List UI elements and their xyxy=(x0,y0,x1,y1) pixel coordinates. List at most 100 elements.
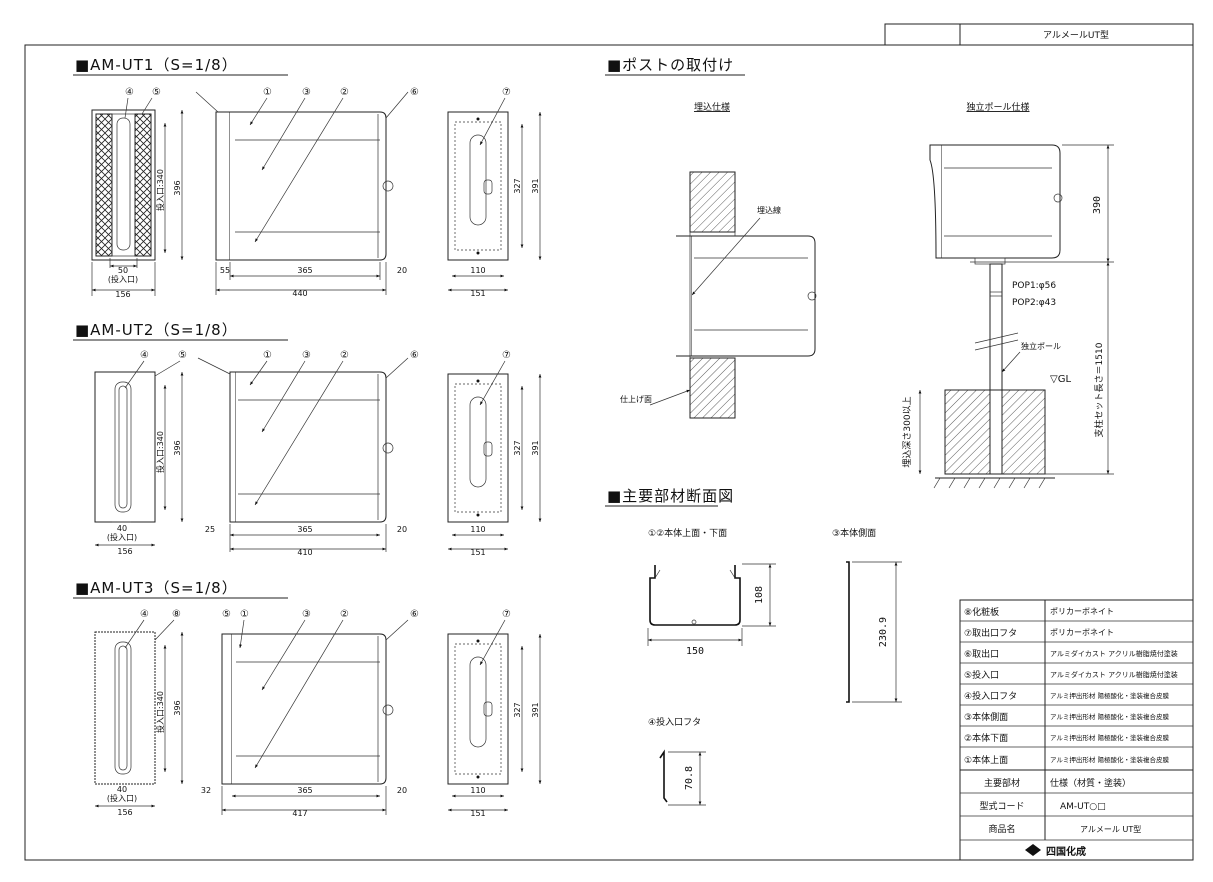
svg-text:③: ③ xyxy=(302,87,311,98)
svg-text:⑧化粧板: ⑧化粧板 xyxy=(964,606,999,618)
svg-text:417: 417 xyxy=(292,809,307,818)
svg-text:365: 365 xyxy=(297,525,312,534)
svg-text:(投入口): (投入口) xyxy=(107,532,137,542)
svg-text:156: 156 xyxy=(117,547,132,556)
view-am-ut1: ■AM-UT1（S=1/8） 50 (投入口) 156 投入口:340 396 … xyxy=(73,56,542,299)
svg-text:365: 365 xyxy=(297,786,312,795)
svg-text:②: ② xyxy=(340,350,349,361)
svg-text:④投入口フタ: ④投入口フタ xyxy=(964,690,1017,702)
svg-text:③本体側面: ③本体側面 xyxy=(964,711,1008,723)
svg-text:⑤投入口: ⑤投入口 xyxy=(964,669,999,681)
svg-text:④: ④ xyxy=(140,609,149,620)
svg-text:(投入口): (投入口) xyxy=(108,274,138,284)
svg-text:③: ③ xyxy=(302,609,311,620)
svg-text:ポリカーボネイト: ポリカーボネイト xyxy=(1050,607,1114,616)
svg-text:投入口:340: 投入口:340 xyxy=(155,431,165,473)
svg-text:110: 110 xyxy=(470,266,485,275)
svg-text:POP1:φ56: POP1:φ56 xyxy=(1012,281,1056,291)
svg-text:20: 20 xyxy=(397,525,407,534)
svg-text:327: 327 xyxy=(513,702,522,717)
svg-text:108: 108 xyxy=(754,586,765,604)
svg-text:⑧: ⑧ xyxy=(172,609,181,620)
svg-text:①: ① xyxy=(263,87,272,98)
svg-text:⑦: ⑦ xyxy=(502,609,511,620)
svg-text:独立ポール: 独立ポール xyxy=(1021,341,1061,351)
svg-text:仕上げ面: 仕上げ面 xyxy=(620,394,652,404)
svg-text:70.8: 70.8 xyxy=(684,766,695,790)
svg-text:④: ④ xyxy=(125,87,134,98)
svg-text:アルミダイカスト アクリル樹脂焼付塗装: アルミダイカスト アクリル樹脂焼付塗装 xyxy=(1050,670,1178,679)
svg-text:391: 391 xyxy=(531,440,540,455)
svg-text:④: ④ xyxy=(140,350,149,361)
svg-text:⑤: ⑤ xyxy=(222,609,231,620)
svg-text:150: 150 xyxy=(686,646,704,657)
svg-text:⑦取出口フタ: ⑦取出口フタ xyxy=(964,627,1017,639)
svg-text:四国化成: 四国化成 xyxy=(1046,845,1086,858)
svg-text:50: 50 xyxy=(118,266,128,275)
svg-text:55: 55 xyxy=(220,266,230,275)
svg-text:アルミ押出形材 陽極酸化・塗装複合皮膜: アルミ押出形材 陽極酸化・塗装複合皮膜 xyxy=(1050,733,1170,742)
svg-text:396: 396 xyxy=(173,440,182,455)
svg-text:仕様（材質・塗装）: 仕様（材質・塗装） xyxy=(1050,777,1131,789)
svg-text:主要部材: 主要部材 xyxy=(984,777,1020,789)
svg-text:アルミ押出形材 陽極酸化・塗装複合皮膜: アルミ押出形材 陽極酸化・塗装複合皮膜 xyxy=(1050,755,1170,764)
svg-text:110: 110 xyxy=(470,525,485,534)
svg-text:⑤: ⑤ xyxy=(178,350,187,361)
svg-text:独立ポール仕様: 独立ポール仕様 xyxy=(966,101,1029,113)
svg-text:POP2:φ43: POP2:φ43 xyxy=(1012,298,1056,308)
view-title: ■AM-UT3（S=1/8） xyxy=(75,579,238,597)
svg-text:①: ① xyxy=(263,350,272,361)
svg-text:(投入口): (投入口) xyxy=(107,793,137,803)
svg-text:支柱セット長さ＝1510: 支柱セット長さ＝1510 xyxy=(1093,342,1105,437)
svg-text:391: 391 xyxy=(531,178,540,193)
svg-text:埋込仕様: 埋込仕様 xyxy=(694,101,730,113)
svg-text:⑥: ⑥ xyxy=(410,350,419,361)
view-am-ut3: ■AM-UT3（S=1/8） 40 (投入口) 156 投入口:340 396 … xyxy=(73,579,542,818)
svg-text:396: 396 xyxy=(173,700,182,715)
svg-text:ポリカーボネイト: ポリカーボネイト xyxy=(1050,628,1114,637)
svg-text:①: ① xyxy=(240,609,249,620)
header-block: アルメールUT型 xyxy=(884,23,1194,46)
svg-text:②: ② xyxy=(340,87,349,98)
svg-text:⑦: ⑦ xyxy=(502,87,511,98)
svg-text:AM-UT○□: AM-UT○□ xyxy=(1060,802,1106,812)
svg-text:商品名: 商品名 xyxy=(988,823,1015,835)
view-title: ■AM-UT2（S=1/8） xyxy=(75,321,238,339)
svg-text:型式コード: 型式コード xyxy=(979,800,1024,812)
svg-text:⑦: ⑦ xyxy=(502,350,511,361)
section-title: ■主要部材断面図 xyxy=(607,487,734,505)
svg-text:③本体側面: ③本体側面 xyxy=(832,527,876,539)
svg-text:440: 440 xyxy=(292,289,307,298)
svg-text:396: 396 xyxy=(173,180,182,195)
svg-text:390: 390 xyxy=(1092,196,1103,214)
svg-text:327: 327 xyxy=(513,440,522,455)
svg-text:④投入口フタ: ④投入口フタ xyxy=(648,716,701,728)
svg-text:①本体上面: ①本体上面 xyxy=(964,754,1008,766)
svg-text:アルミダイカスト アクリル樹脂焼付塗装: アルミダイカスト アクリル樹脂焼付塗装 xyxy=(1050,649,1178,658)
svg-text:②: ② xyxy=(340,609,349,620)
svg-text:156: 156 xyxy=(115,290,130,299)
svg-text:⑥取出口: ⑥取出口 xyxy=(964,648,999,660)
svg-text:110: 110 xyxy=(470,786,485,795)
svg-text:156: 156 xyxy=(117,808,132,817)
svg-text:151: 151 xyxy=(470,548,485,557)
svg-text:151: 151 xyxy=(470,289,485,298)
svg-text:▽GL: ▽GL xyxy=(1050,374,1071,385)
svg-text:20: 20 xyxy=(397,266,407,275)
header-product-name: アルメールUT型 xyxy=(1043,30,1109,41)
svg-text:埋込深さ300以上: 埋込深さ300以上 xyxy=(902,396,913,467)
svg-text:40: 40 xyxy=(117,524,127,533)
svg-text:32: 32 xyxy=(201,786,211,795)
svg-text:⑥: ⑥ xyxy=(410,87,419,98)
svg-text:アルメール UT型: アルメール UT型 xyxy=(1080,825,1141,834)
svg-text:151: 151 xyxy=(470,809,485,818)
svg-text:アルミ押出形材 陽極酸化・塗装複合皮膜: アルミ押出形材 陽極酸化・塗装複合皮膜 xyxy=(1050,691,1170,700)
sheet-border xyxy=(24,44,1194,861)
svg-text:埋込線: 埋込線 xyxy=(757,205,781,215)
svg-text:投入口:340: 投入口:340 xyxy=(155,691,165,733)
svg-text:①②本体上面・下面: ①②本体上面・下面 xyxy=(648,527,727,539)
svg-text:投入口:340: 投入口:340 xyxy=(155,169,165,211)
svg-text:25: 25 xyxy=(205,525,215,534)
view-am-ut2: ■AM-UT2（S=1/8） 40 (投入口) 156 投入口:340 396 … xyxy=(73,321,542,557)
